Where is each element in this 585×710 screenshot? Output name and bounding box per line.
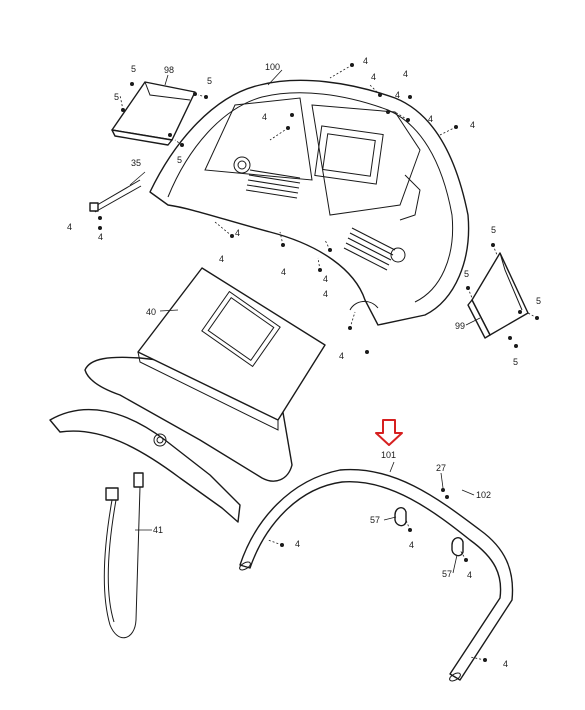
part-100-console-hood	[149, 79, 470, 326]
callout-5: 5	[513, 357, 518, 367]
callout-4: 4	[235, 228, 240, 238]
callout-4: 4	[467, 570, 472, 580]
callout-5: 5	[464, 269, 469, 279]
callout-labels: 100 98 35 40 41 99 101 27 102 57 57 5 5 …	[67, 56, 541, 669]
callout-4: 4	[339, 351, 344, 361]
speaker-grille-right	[343, 227, 396, 271]
callout-57-a: 57	[370, 515, 380, 525]
callout-100: 100	[265, 62, 280, 72]
leader-lines	[129, 69, 481, 574]
callout-4: 4	[428, 114, 433, 124]
callout-4: 4	[371, 72, 376, 82]
callout-4: 4	[363, 56, 368, 66]
callout-5: 5	[177, 155, 182, 165]
callout-4: 4	[323, 274, 328, 284]
callout-4: 4	[281, 267, 286, 277]
callout-4: 4	[503, 659, 508, 669]
callout-41: 41	[153, 525, 163, 535]
speaker-grille-left	[245, 169, 301, 199]
callout-4: 4	[98, 232, 103, 242]
callout-57-b: 57	[442, 569, 452, 579]
down-arrow-icon	[375, 419, 403, 446]
callout-40: 40	[146, 307, 156, 317]
callout-5: 5	[207, 76, 212, 86]
part-40-console	[84, 267, 326, 482]
callout-5: 5	[491, 225, 496, 235]
callout-4: 4	[262, 112, 267, 122]
part-99-right-tray	[467, 252, 529, 340]
part-98-left-tray	[111, 81, 197, 146]
part-41-cable	[103, 472, 144, 638]
callout-5: 5	[131, 64, 136, 74]
part-57-clip-a	[394, 507, 407, 527]
callout-4: 4	[409, 540, 414, 550]
callout-4: 4	[403, 69, 408, 79]
part-101-handrail	[239, 468, 514, 682]
callout-5: 5	[114, 92, 119, 102]
callout-101: 101	[381, 450, 396, 460]
callout-5: 5	[536, 296, 541, 306]
callout-98: 98	[164, 65, 174, 75]
left-handlebar	[49, 408, 241, 523]
callout-99: 99	[455, 321, 465, 331]
part-57-clip-b	[451, 537, 464, 557]
callout-4: 4	[219, 254, 224, 264]
callout-27: 27	[436, 463, 446, 473]
callout-4: 4	[395, 90, 400, 100]
callout-4: 4	[323, 289, 328, 299]
callout-4: 4	[470, 120, 475, 130]
guide-lines	[119, 64, 538, 661]
callout-102: 102	[476, 490, 491, 500]
callout-35: 35	[131, 158, 141, 168]
callout-4: 4	[67, 222, 72, 232]
part-35-wire	[89, 179, 142, 220]
callout-4: 4	[295, 539, 300, 549]
